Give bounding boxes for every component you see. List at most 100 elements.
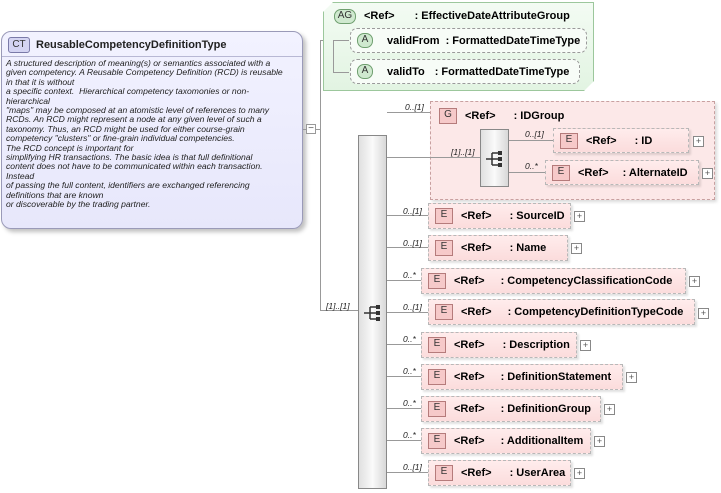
element-badge: E	[428, 273, 446, 289]
element-cardinality: 0..*	[403, 334, 416, 344]
element-badge: E	[435, 304, 453, 320]
element-name: : CompetencyDefinitionTypeCode	[507, 306, 684, 318]
element-badge: E	[435, 240, 453, 256]
element-cardinality: 0..[1]	[403, 302, 422, 312]
element-badge: E	[428, 433, 446, 449]
connector-line	[387, 280, 421, 281]
expand-toggle[interactable]: +	[580, 340, 591, 351]
attribute-type: : FormattedDateTimeType	[445, 34, 581, 47]
element-ref: <Ref>	[461, 210, 492, 222]
collapse-toggle[interactable]: −	[306, 124, 316, 134]
element-badge: E	[428, 337, 446, 353]
element-name: : DefinitionGroup	[500, 403, 592, 415]
element-definition-statement[interactable]: E <Ref> : DefinitionStatement	[421, 364, 623, 390]
element-name: : UserArea	[509, 467, 566, 479]
attribute-name: validFrom	[387, 34, 440, 47]
attribute-name: validTo	[387, 65, 425, 78]
element-ref: <Ref>	[586, 134, 617, 147]
connector-line	[509, 172, 545, 173]
connector-line	[387, 247, 428, 248]
id-group-sequence[interactable]	[480, 129, 509, 187]
connector-line	[320, 40, 321, 310]
element-ref: <Ref>	[461, 306, 492, 318]
sequence-icon	[364, 305, 380, 321]
connector-line	[333, 40, 334, 72]
element-name: : AlternateID	[622, 166, 688, 179]
attribute-group-badge: AG	[334, 9, 356, 24]
element-cardinality: 0..*	[403, 366, 416, 376]
attribute-group-ref: <Ref>	[364, 10, 395, 22]
connector-line	[387, 112, 431, 113]
expand-toggle[interactable]: +	[604, 404, 615, 415]
element-competency-classification-code[interactable]: E <Ref> : CompetencyClassificationCode	[421, 268, 686, 294]
element-description[interactable]: E <Ref> : Description	[421, 332, 577, 358]
connector-line	[387, 312, 428, 313]
element-alternate-id[interactable]: E <Ref> : AlternateID	[545, 160, 699, 185]
element-ref: <Ref>	[454, 275, 485, 287]
connector-line	[387, 376, 421, 377]
element-id[interactable]: E <Ref> : ID	[553, 128, 689, 153]
element-name-row[interactable]: E <Ref> : Name	[428, 235, 568, 261]
attribute-type: : FormattedDateTimeType	[434, 65, 570, 78]
connector-line	[387, 440, 421, 441]
element-name: : CompetencyClassificationCode	[500, 275, 673, 287]
element-ref: <Ref>	[578, 166, 609, 179]
element-ref: <Ref>	[461, 242, 492, 254]
expand-toggle[interactable]: +	[689, 276, 700, 287]
connector-line	[333, 72, 349, 73]
expand-toggle[interactable]: +	[702, 168, 713, 179]
connector-line	[387, 344, 421, 345]
id-group-name: : IDGroup	[513, 110, 565, 122]
complex-type-box[interactable]: CT ReusableCompetencyDefinitionType A st…	[1, 31, 303, 229]
attribute-group-header: AG <Ref> : EffectiveDateAttributeGroup	[334, 8, 570, 24]
element-cardinality: 0..[1]	[525, 129, 544, 139]
id-group-cardinality: 0..[1]	[405, 102, 424, 112]
complex-type-name: ReusableCompetencyDefinitionType	[36, 39, 227, 51]
expand-toggle[interactable]: +	[571, 243, 582, 254]
element-name: : DefinitionStatement	[500, 371, 612, 383]
element-cardinality: 0..*	[403, 270, 416, 280]
attribute-badge: A	[357, 33, 373, 48]
element-source-id[interactable]: E <Ref> : SourceID	[428, 203, 571, 229]
attribute-group-box[interactable]: AG <Ref> : EffectiveDateAttributeGroup A…	[323, 2, 594, 91]
element-cardinality: 0..[1]	[403, 462, 422, 472]
element-cardinality: 0..[1]	[403, 238, 422, 248]
element-cardinality: 0..*	[403, 398, 416, 408]
element-competency-definition-type-code[interactable]: E <Ref> : CompetencyDefinitionTypeCode	[428, 299, 695, 325]
element-ref: <Ref>	[454, 403, 485, 415]
attribute-valid-from[interactable]: A validFrom : FormattedDateTimeType	[350, 28, 587, 53]
element-ref: <Ref>	[461, 467, 492, 479]
element-definition-group[interactable]: E <Ref> : DefinitionGroup	[421, 396, 601, 422]
group-badge: G	[439, 108, 457, 124]
sequence-icon	[486, 151, 502, 167]
expand-toggle[interactable]: +	[574, 468, 585, 479]
expand-toggle[interactable]: +	[626, 372, 637, 383]
attribute-valid-to[interactable]: A validTo : FormattedDateTimeType	[350, 59, 580, 84]
element-cardinality: 0..*	[403, 430, 416, 440]
complex-type-badge: CT	[8, 37, 30, 53]
element-additional-item[interactable]: E <Ref> : AdditionalItem	[421, 428, 591, 454]
element-badge: E	[552, 164, 570, 181]
element-name: : Name	[509, 242, 547, 254]
element-name: : AdditionalItem	[500, 435, 584, 447]
expand-toggle[interactable]: +	[693, 136, 704, 147]
element-badge: E	[428, 369, 446, 385]
element-cardinality: 0..*	[525, 161, 538, 171]
complex-type-header: CT ReusableCompetencyDefinitionType	[8, 37, 227, 53]
id-group-ref: <Ref>	[465, 110, 496, 122]
expand-toggle[interactable]: +	[594, 436, 605, 447]
element-name: : Description	[502, 339, 570, 351]
expand-toggle[interactable]: +	[574, 211, 585, 222]
element-name: : SourceID	[509, 210, 565, 222]
attribute-badge: A	[357, 64, 373, 79]
element-user-area[interactable]: E <Ref> : UserArea	[428, 460, 571, 486]
complex-type-divider	[2, 56, 302, 57]
connector-line	[333, 40, 349, 41]
sequence-cardinality: [1]..[1]	[326, 301, 350, 311]
element-ref: <Ref>	[454, 339, 485, 351]
id-group-inner-cardinality: [1]..[1]	[451, 147, 475, 157]
element-badge: E	[435, 465, 453, 481]
element-badge: E	[435, 208, 453, 224]
sequence-compositor[interactable]	[358, 135, 387, 489]
expand-toggle[interactable]: +	[698, 308, 709, 319]
